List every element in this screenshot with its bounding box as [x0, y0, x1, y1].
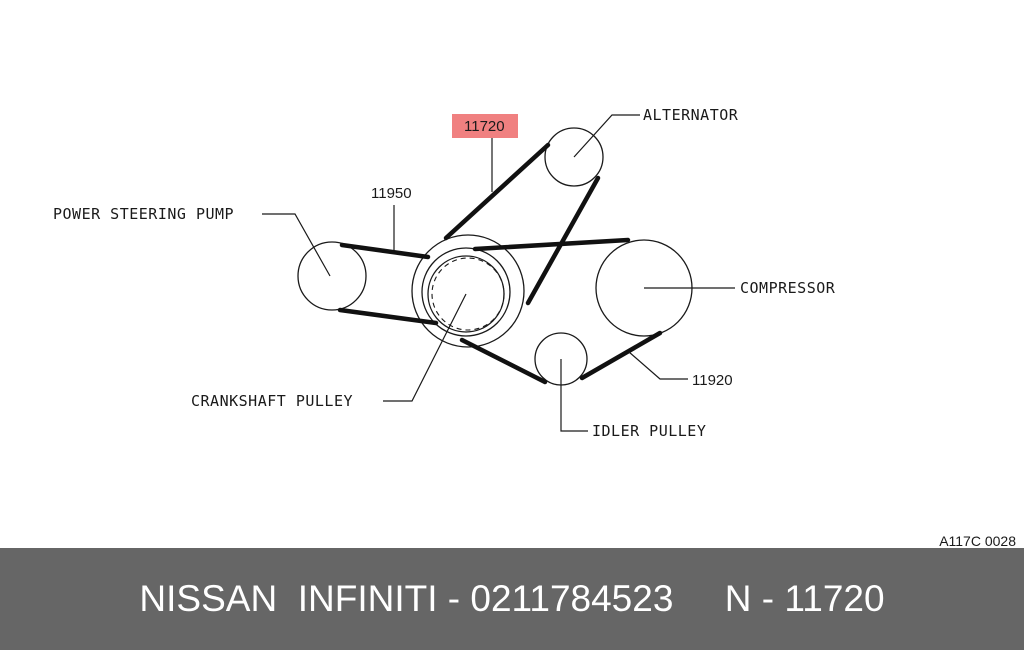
crankshaft-pulley-label: CRANKSHAFT PULLEY [191, 392, 353, 410]
part-number-11920: 11920 [692, 372, 733, 389]
part-11720-highlight [452, 114, 518, 138]
belt-11720 [443, 142, 601, 306]
idler-pulley-label: IDLER PULLEY [592, 422, 706, 440]
power-steering-pump-pulley [297, 241, 367, 311]
part-info-footer: NISSAN INFINITI - 0211784523 N - 11720 [0, 548, 1024, 650]
belt-11950 [337, 242, 439, 326]
compressor-label: COMPRESSOR [740, 279, 836, 297]
part-number-11720: 11720 [464, 118, 505, 135]
part-11920-leader [628, 351, 688, 380]
alternator-label: ALTERNATOR [643, 106, 739, 124]
power-steering-leader [262, 213, 331, 277]
footer-text: NISSAN INFINITI - 0211784523 N - 11720 [139, 578, 885, 619]
idler-leader [560, 359, 588, 432]
crankshaft-hidden-circle [431, 257, 505, 331]
drawing-code: A117C 0028 [939, 533, 1016, 548]
belt-routing-diagram: ALTERNATOR POWER STEERING PUMP COMPRESSO… [53, 106, 1016, 548]
part-number-11950: 11950 [371, 185, 412, 202]
alternator-leader [573, 114, 640, 158]
power-steering-pump-label: POWER STEERING PUMP [53, 205, 234, 223]
belt-11920 [459, 237, 663, 385]
crankshaft-leader [383, 293, 467, 402]
